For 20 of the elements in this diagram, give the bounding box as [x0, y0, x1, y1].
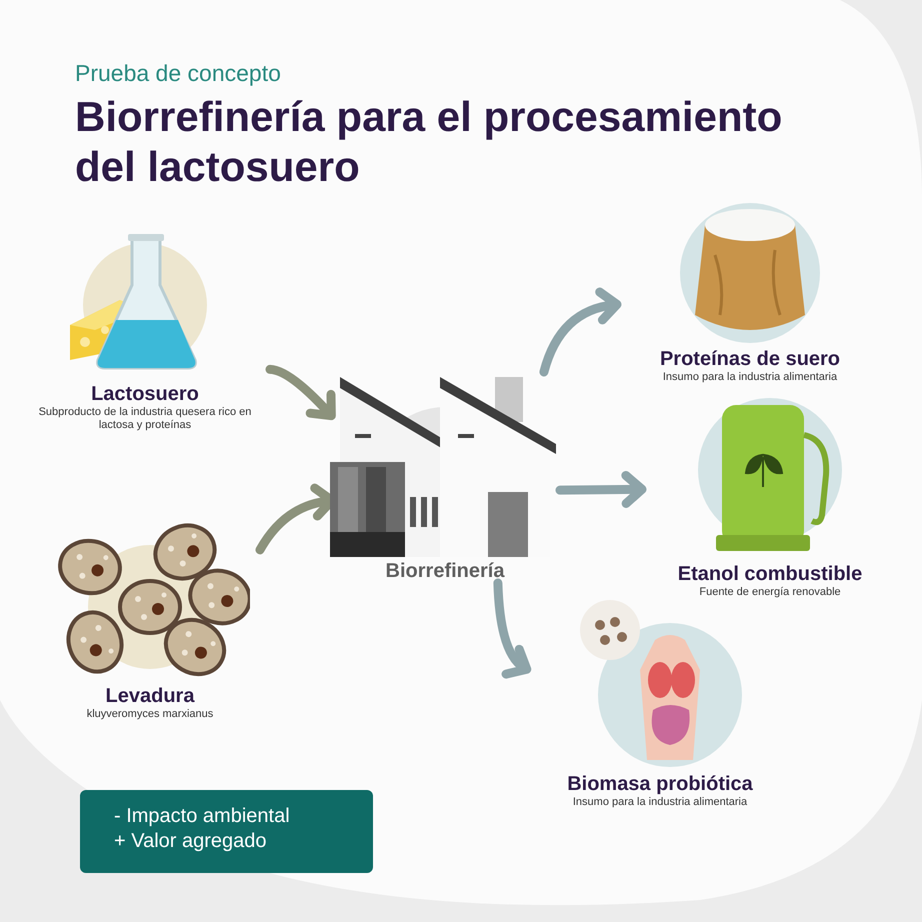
arrow	[556, 470, 646, 508]
note-text: + Valor agregado	[114, 829, 268, 854]
node-description: Insumo para la industria alimentaria	[662, 371, 838, 384]
node-description: Insumo para la industria alimentaria	[572, 796, 748, 809]
node-title: Etanol combustible	[678, 562, 862, 586]
node-description: kluyveromyces marxianus	[86, 708, 214, 721]
node-title: Lactosuero	[91, 382, 199, 406]
arrow	[493, 578, 532, 677]
node-title: Biorrefinería	[386, 559, 504, 583]
note-text: - Impacto ambiental	[114, 804, 291, 829]
subtitle: Prueba de concepto	[75, 60, 281, 87]
node-title: Levadura	[106, 684, 194, 708]
info-panel	[80, 790, 373, 873]
arrow	[539, 288, 622, 376]
node-title: Proteínas de suero	[660, 347, 840, 371]
node-description: Fuente de energía renovable	[699, 586, 841, 599]
node-title: Biomasa probiótica	[567, 772, 753, 796]
node-description: Subproducto de la industria quesera rico en lactosa y proteínas	[38, 406, 252, 432]
title: Biorrefinería para el procesamiento del lactosuero	[75, 92, 784, 192]
arrow	[266, 364, 336, 420]
